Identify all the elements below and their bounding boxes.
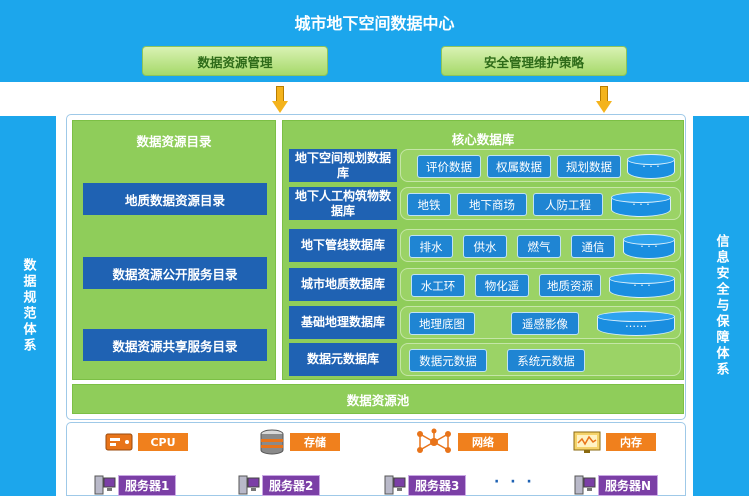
more-indicator: · · · <box>632 198 650 211</box>
network-label[interactable]: 网络 <box>458 433 508 451</box>
db-chip[interactable]: 物化遥 <box>475 274 529 297</box>
db-chip[interactable]: 规划数据 <box>557 155 621 178</box>
server-label: 服务器1 <box>118 475 177 496</box>
catalog-title: 数据资源目录 <box>136 134 212 149</box>
server-label: 服务器2 <box>262 475 321 496</box>
db-chip[interactable]: 燃气 <box>517 235 561 258</box>
cpu-label[interactable]: CPU <box>138 433 188 451</box>
side-label-left: 数据规范体系 <box>20 258 36 354</box>
db-chip[interactable]: 供水 <box>463 235 507 258</box>
more-indicator: · · · <box>642 160 660 173</box>
catalog-item-shared-service[interactable]: 数据资源共享服务目录 <box>83 329 267 361</box>
info-security-system-bar: 信息安全与保障体系 <box>693 116 749 496</box>
down-arrow-icon <box>596 86 612 116</box>
database-cylinder-icon: · · · <box>609 273 675 298</box>
down-arrow-icon <box>272 86 288 116</box>
db-chip[interactable]: 权属数据 <box>487 155 551 178</box>
db-chip[interactable]: 通信 <box>571 235 615 258</box>
catalog-panel: 数据资源目录 地质数据资源目录 数据资源公开服务目录 数据资源共享服务目录 <box>72 120 276 380</box>
database-cylinder-icon: · · · <box>627 154 675 179</box>
server-label: 服务器3 <box>408 475 467 496</box>
page-title: 城市地下空间数据中心 <box>294 14 455 33</box>
core-database-panel: 核心数据库 地下空间规划数据库 评价数据 权属数据 规划数据 · · · 地下人… <box>282 120 684 380</box>
db-items-area: 地铁 地下商场 人防工程 · · · <box>400 187 681 220</box>
more-indicator: · · · <box>640 240 658 253</box>
core-database-title: 核心数据库 <box>451 132 515 147</box>
storage-icon <box>260 429 284 455</box>
database-cylinder-icon: · · · <box>623 234 675 259</box>
db-items-area: 水工环 物化遥 地质资源 · · · <box>400 268 681 301</box>
db-items-area: 地理底图 遥感影像 …… <box>400 306 681 339</box>
db-items-area: 数据元数据 系统元数据 <box>400 343 681 376</box>
db-row-structures: 地下人工构筑物数据库 地铁 地下商场 人防工程 · · · <box>289 187 681 220</box>
server-label: 服务器N <box>598 475 659 496</box>
database-cylinder-icon: · · · <box>611 192 671 217</box>
network-icon <box>417 428 451 453</box>
db-chip[interactable]: 地质资源 <box>539 274 601 297</box>
db-chip[interactable]: 排水 <box>409 235 453 258</box>
memory-icon <box>573 431 601 453</box>
data-resource-pool[interactable]: 数据资源池 <box>72 384 684 414</box>
db-chip[interactable]: 评价数据 <box>417 155 481 178</box>
db-chip[interactable]: 数据元数据 <box>409 349 487 372</box>
server-icon <box>384 475 406 495</box>
security-strategy-button[interactable]: 安全管理维护策略 <box>441 46 627 76</box>
db-chip[interactable]: 遥感影像 <box>511 312 579 335</box>
db-row-pipelines: 地下管线数据库 排水 供水 燃气 通信 · · · <box>289 229 681 262</box>
server-icon <box>574 475 596 495</box>
catalog-item-public-service[interactable]: 数据资源公开服务目录 <box>83 257 267 289</box>
data-resource-management-button[interactable]: 数据资源管理 <box>142 46 328 76</box>
more-indicator: …… <box>625 317 647 330</box>
db-chip[interactable]: 地理底图 <box>409 312 475 335</box>
db-chip[interactable]: 系统元数据 <box>507 349 585 372</box>
cpu-icon <box>105 433 133 451</box>
db-chip[interactable]: 地铁 <box>407 193 451 216</box>
memory-label[interactable]: 内存 <box>606 433 656 451</box>
db-label[interactable]: 数据元数据库 <box>289 343 397 376</box>
db-items-area: 评价数据 权属数据 规划数据 · · · <box>400 149 681 182</box>
server-icon <box>94 475 116 495</box>
server-icon <box>238 475 260 495</box>
db-items-area: 排水 供水 燃气 通信 · · · <box>400 229 681 262</box>
db-label[interactable]: 地下人工构筑物数据库 <box>289 187 397 220</box>
db-chip[interactable]: 水工环 <box>411 274 465 297</box>
storage-label[interactable]: 存储 <box>290 433 340 451</box>
db-label[interactable]: 地下空间规划数据库 <box>289 149 397 182</box>
servers-ellipsis: · · · <box>494 474 535 490</box>
db-label[interactable]: 城市地质数据库 <box>289 268 397 301</box>
db-chip[interactable]: 人防工程 <box>533 193 603 216</box>
more-indicator: · · · <box>633 279 651 292</box>
db-row-planning: 地下空间规划数据库 评价数据 权属数据 规划数据 · · · <box>289 149 681 182</box>
db-row-basic-geography: 基础地理数据库 地理底图 遥感影像 …… <box>289 306 681 339</box>
data-standard-system-bar: 数据规范体系 <box>0 116 56 496</box>
database-cylinder-icon: …… <box>597 311 675 336</box>
db-row-metadata: 数据元数据库 数据元数据 系统元数据 <box>289 343 681 376</box>
catalog-item-geology[interactable]: 地质数据资源目录 <box>83 183 267 215</box>
db-row-geology: 城市地质数据库 水工环 物化遥 地质资源 · · · <box>289 268 681 301</box>
db-chip[interactable]: 地下商场 <box>457 193 527 216</box>
side-label-right: 信息安全与保障体系 <box>713 234 729 378</box>
db-label[interactable]: 地下管线数据库 <box>289 229 397 262</box>
db-label[interactable]: 基础地理数据库 <box>289 306 397 339</box>
